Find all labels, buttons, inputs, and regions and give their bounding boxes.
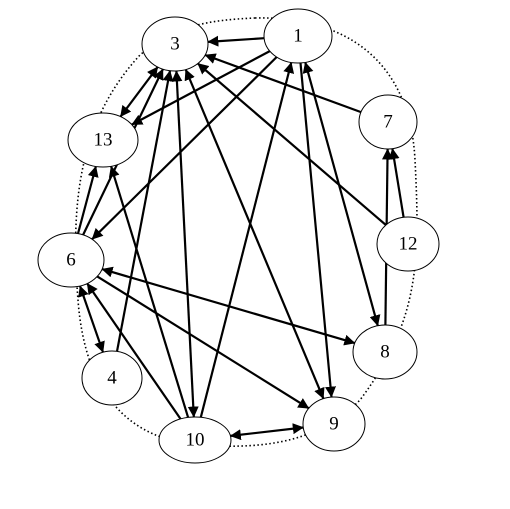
node-ellipse [67, 112, 139, 168]
node-label: 9 [329, 413, 339, 434]
node-4: 4 [81, 350, 143, 406]
edges-layer [76, 35, 405, 441]
node-12: 12 [376, 216, 440, 272]
node-ellipse [376, 216, 440, 272]
node-ellipse [141, 16, 209, 72]
edge-12-to-7 [388, 148, 405, 218]
edge-6-to-4 [78, 285, 105, 353]
edge-1-to-13 [131, 50, 271, 126]
edge-6-to-8 [101, 266, 356, 346]
node-13: 13 [67, 112, 139, 168]
node-label: 8 [380, 341, 390, 362]
edge-1-to-3 [207, 35, 265, 47]
node-1: 1 [263, 8, 333, 64]
edge-10-to-6 [86, 282, 182, 420]
node-ellipse [302, 396, 366, 452]
edge-3-to-9 [184, 68, 325, 400]
node-9: 9 [302, 396, 366, 452]
edge-10-to-1 [199, 61, 295, 418]
node-ellipse [358, 94, 418, 150]
node-label: 12 [399, 233, 418, 254]
node-label: 6 [66, 249, 76, 270]
node-ellipse [158, 416, 232, 464]
node-8: 8 [352, 324, 418, 380]
edge-3-to-13 [119, 66, 159, 118]
node-label: 10 [186, 429, 205, 450]
outer-dotted-ring [74, 17, 418, 447]
edge-6-to-9 [96, 275, 310, 410]
node-ellipse [37, 232, 105, 288]
node-6: 6 [37, 232, 105, 288]
node-ellipse [263, 8, 333, 64]
node-label: 3 [170, 33, 180, 54]
node-10: 10 [158, 416, 232, 464]
edge-3-to-10 [171, 70, 199, 418]
node-ellipse [81, 350, 143, 406]
node-label: 1 [293, 25, 303, 46]
node-label: 7 [383, 111, 393, 132]
node-7: 7 [358, 94, 418, 150]
node-ellipse [352, 324, 418, 380]
edge-10-to-9 [229, 423, 304, 441]
node-label: 13 [94, 129, 113, 150]
node-label: 4 [107, 367, 117, 388]
node-3: 3 [141, 16, 209, 72]
edge-1-to-9 [299, 62, 337, 398]
edge-6-to-13 [76, 165, 99, 234]
edge-1-to-6 [91, 56, 278, 240]
edge-1-to-8 [302, 61, 381, 327]
